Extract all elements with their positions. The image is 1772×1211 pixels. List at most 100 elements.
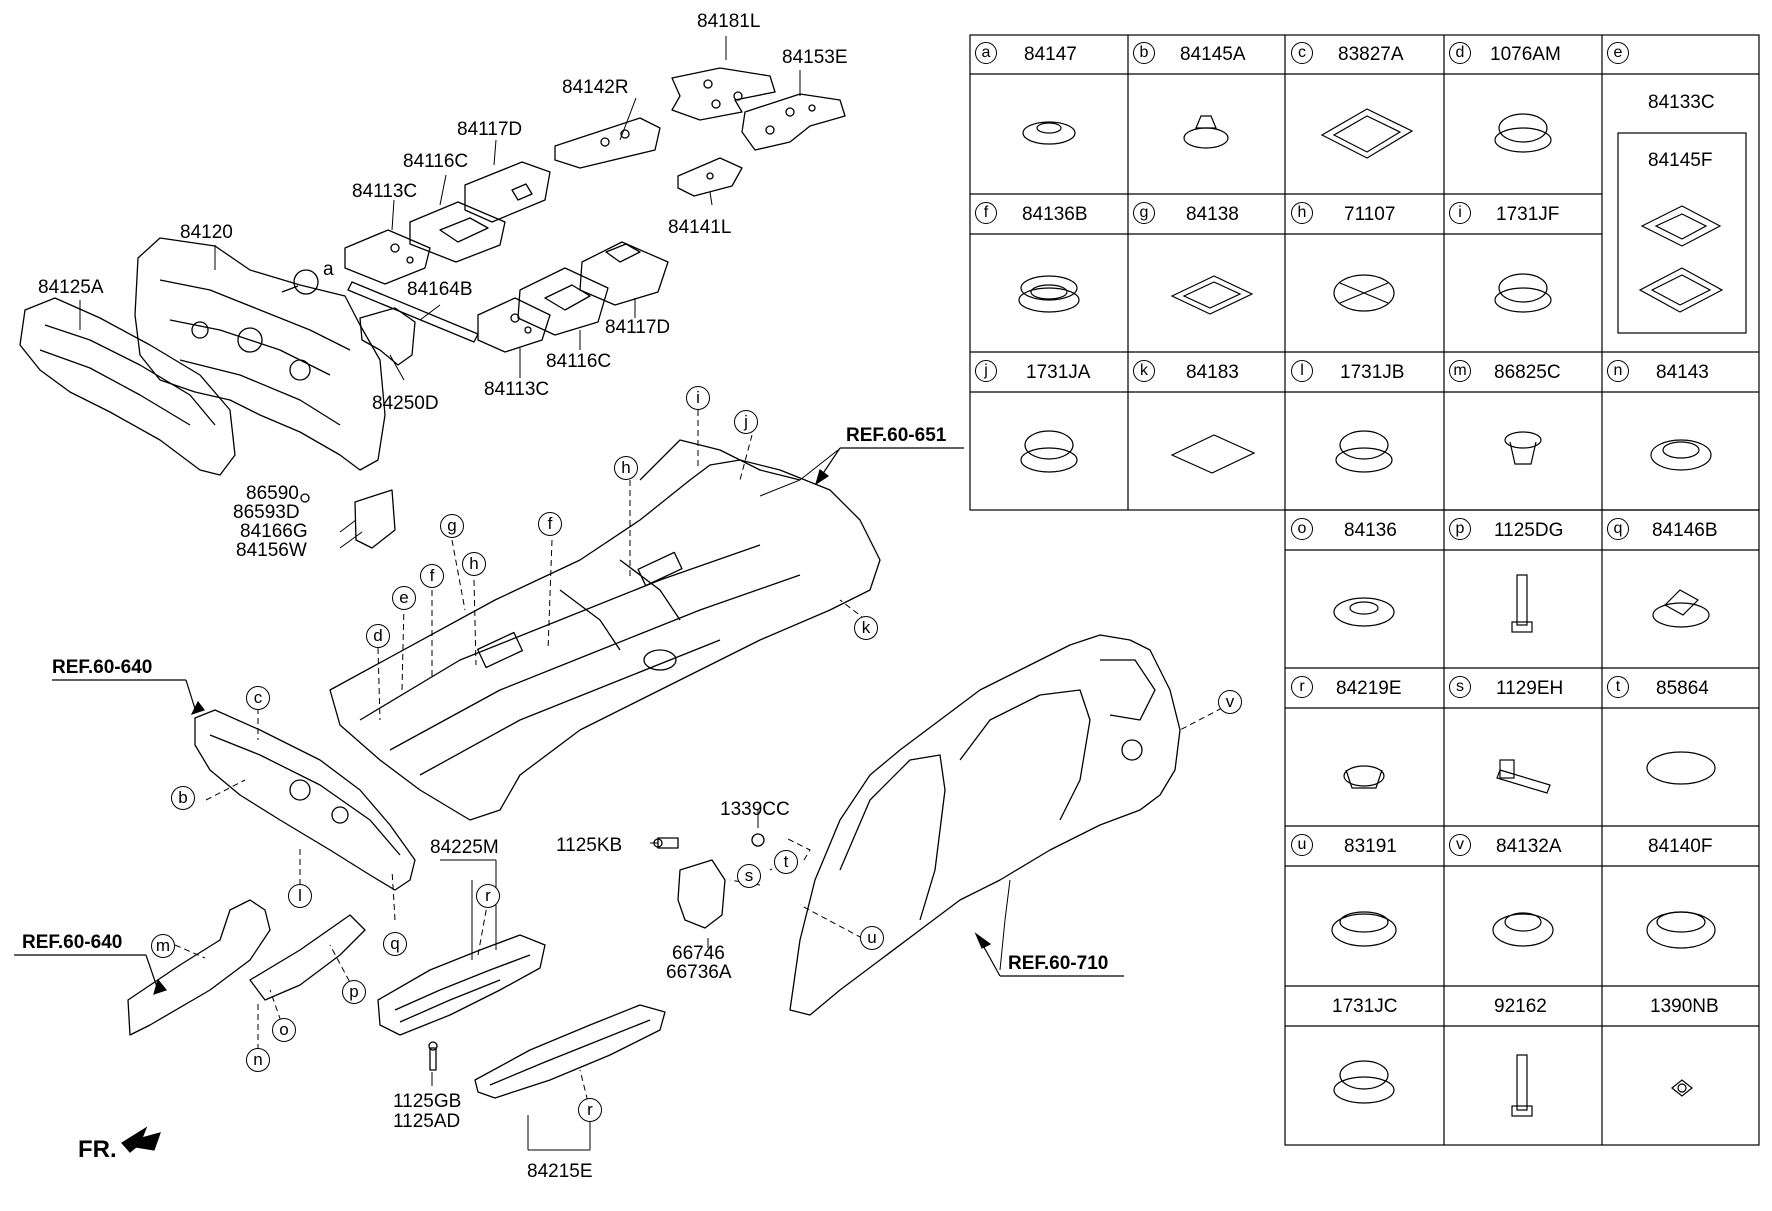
label-84156W: 84156W: [236, 540, 307, 561]
bracket-66746: [677, 859, 726, 929]
label-1339CC: 1339CC: [720, 799, 790, 820]
legend-letter-k: k: [1133, 360, 1155, 382]
icon-84136: [1333, 597, 1395, 627]
icon-85864: [1646, 751, 1716, 785]
legend-code-84133C: 84133C: [1648, 92, 1715, 113]
pad-84116C-top: [409, 201, 506, 263]
ref-60-651[interactable]: REF.60-651: [846, 425, 947, 446]
callout-m: m: [151, 934, 175, 958]
bracket-84250D: [359, 307, 416, 366]
legend-letter-a: a: [975, 42, 997, 64]
callout-k: k: [854, 616, 878, 640]
callout-j: j: [734, 410, 758, 434]
callout-p: p: [342, 980, 366, 1004]
icon-1731JB: [1335, 430, 1393, 473]
ref-60-640-upper[interactable]: REF.60-640: [52, 657, 153, 678]
icon-1129EH: [1496, 759, 1551, 794]
pad-84113C-top: [344, 229, 431, 285]
legend-letter-u: u: [1291, 834, 1313, 856]
legend-code-1731JA: 1731JA: [1026, 362, 1091, 383]
legend-code-84132A: 84132A: [1496, 836, 1562, 857]
callout-v: v: [1218, 690, 1242, 714]
callout-h-right: h: [614, 456, 638, 480]
legend-letter-r: r: [1291, 676, 1313, 698]
legend-letter-l: l: [1291, 360, 1313, 382]
callout-s: s: [737, 864, 761, 888]
legend-code-86825C: 86825C: [1494, 362, 1561, 383]
pad-84117D-bot: [579, 241, 669, 306]
icon-92162: [1511, 1054, 1533, 1117]
side-outer-panel: [789, 634, 1181, 1016]
front-indicator: FR.: [78, 1136, 117, 1163]
label-66746: 66746: [672, 943, 725, 964]
icon-86825C: [1504, 431, 1542, 465]
floor-pan: [329, 439, 881, 821]
pad-84117D-top: [464, 161, 551, 223]
pad-84153E: [741, 93, 846, 151]
icon-84146B: [1652, 589, 1710, 628]
icon-84219E: [1343, 765, 1385, 789]
legend-letter-j: j: [975, 360, 997, 382]
legend-grid: [969, 34, 1760, 1146]
label-84250D: 84250D: [372, 393, 439, 414]
icon-84183: [1170, 434, 1256, 474]
callout-e: e: [392, 586, 416, 610]
strip-84164B: [347, 281, 479, 343]
label-66736A: 66736A: [666, 962, 732, 983]
legend-code-84145A: 84145A: [1180, 44, 1246, 65]
icon-84147: [1022, 121, 1076, 145]
legend-code-1731JC: 1731JC: [1332, 996, 1398, 1017]
callout-f-right: f: [538, 512, 562, 536]
callout-a-circle: [293, 269, 319, 295]
legend-letter-f: f: [975, 202, 997, 224]
icon-84143: [1650, 439, 1712, 471]
label-84113C-bot: 84113C: [484, 379, 550, 400]
callout-i: i: [686, 386, 710, 410]
callout-q: q: [383, 932, 407, 956]
legend-code-84140F: 84140F: [1648, 836, 1713, 857]
legend-code-71107: 71107: [1344, 204, 1396, 225]
icon-84136B: [1018, 275, 1080, 313]
icon-1731JA: [1020, 430, 1078, 473]
callout-d: d: [366, 624, 390, 648]
callout-r-lower: r: [578, 1098, 602, 1122]
legend-letter-p: p: [1449, 518, 1471, 540]
callout-b: b: [171, 786, 195, 810]
legend-code-84183: 84183: [1186, 362, 1239, 383]
label-84125A: 84125A: [38, 277, 104, 298]
label-84141L: 84141L: [668, 217, 732, 238]
label-84142R: 84142R: [562, 77, 629, 98]
legend-code-1731JB: 1731JB: [1340, 362, 1405, 383]
ref-60-640-lower[interactable]: REF.60-640: [22, 932, 123, 953]
under-cover-84215E: [474, 1004, 666, 1099]
label-84166G: 84166G: [240, 521, 308, 542]
nut-1339CC: [751, 833, 765, 847]
icon-71107: [1333, 274, 1395, 312]
label-84116C-top: 84116C: [403, 151, 469, 172]
legend-letter-q: q: [1607, 518, 1629, 540]
legend-code-83827A: 83827A: [1338, 44, 1404, 65]
dash-insulator-84120: [134, 237, 386, 471]
bolt-1125GB: [428, 1041, 438, 1071]
icon-84140F: [1646, 911, 1716, 949]
icon-83827A: [1320, 108, 1414, 159]
legend-icons: [1018, 108, 1724, 1117]
legend-letter-i: i: [1449, 202, 1471, 224]
legend-letter-d: d: [1449, 42, 1471, 64]
ref-60-710[interactable]: REF.60-710: [1008, 953, 1109, 974]
bracket-84166G: [300, 489, 396, 549]
callout-h-left: h: [462, 552, 486, 576]
legend-code-1129EH: 1129EH: [1496, 678, 1564, 699]
legend-letter-v: v: [1449, 834, 1471, 856]
label-84225M: 84225M: [430, 837, 499, 858]
label-86593D: 86593D: [233, 502, 300, 523]
legend-code-84219E: 84219E: [1336, 678, 1402, 699]
legend-letter-b: b: [1133, 42, 1155, 64]
legend-letter-g: g: [1133, 202, 1155, 224]
callout-r-upper: r: [476, 884, 500, 908]
legend-letter-c: c: [1291, 42, 1313, 64]
pad-84113C-bot: [477, 297, 551, 353]
label-1125KB: 1125KB: [556, 835, 623, 856]
legend-letter-m: m: [1449, 360, 1471, 382]
